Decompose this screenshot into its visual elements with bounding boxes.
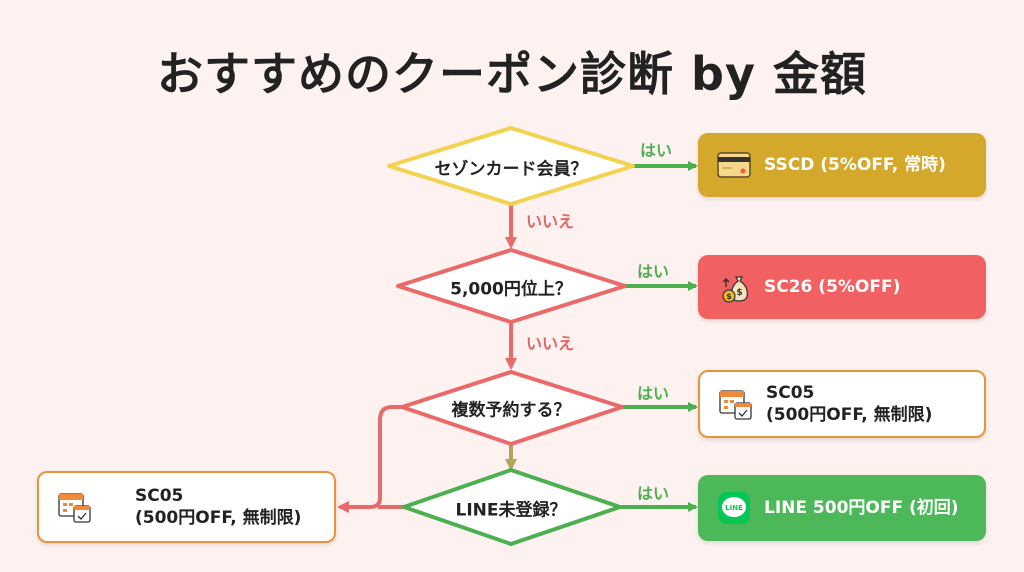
- svg-text:LINE: LINE: [725, 504, 743, 512]
- svg-text:$: $: [726, 292, 732, 301]
- yes-label-1: はい: [640, 141, 673, 160]
- result-sc05-right: SC05(500円OFF, 無制限): [698, 370, 986, 438]
- money-bag-icon: $$: [722, 276, 748, 303]
- yes-label-4: はい: [637, 484, 670, 503]
- no-label-1: いいえ: [526, 212, 575, 231]
- credit-card-icon: [717, 152, 751, 178]
- calendar-icon: [58, 493, 91, 523]
- decision-4-text: LINE未登録？: [455, 500, 567, 521]
- arrow-left-branch: [337, 405, 402, 513]
- result-sc05-left: SC05(500円OFF, 無制限): [37, 471, 336, 543]
- decision-diamond-2: [396, 248, 627, 324]
- result-sc26: $$ SC26 (5%OFF): [698, 255, 986, 319]
- yes-label-3: はい: [637, 384, 670, 403]
- page-title: おすすめのクーポン診断 by 金額: [157, 47, 867, 101]
- decision-diamond-3: [400, 370, 624, 446]
- result-sscd: SSCD (5%OFF, 常時): [698, 133, 986, 197]
- decision-diamond-1: [387, 126, 635, 206]
- decision-1-text: セゾンカード会員？: [434, 159, 588, 180]
- decision-3-text: 複数予約する？: [451, 400, 571, 421]
- decision-2-text: 5,000円位上？: [450, 279, 572, 300]
- svg-text:$: $: [736, 288, 742, 298]
- line-logo-icon: LINE: [718, 492, 750, 524]
- result-line: LINE LINE 500円OFF (初回): [698, 475, 986, 541]
- calendar-icon: [719, 390, 752, 420]
- yes-label-2: はい: [637, 262, 670, 281]
- no-label-2: いいえ: [526, 334, 575, 353]
- decision-diamond-4: [402, 468, 622, 546]
